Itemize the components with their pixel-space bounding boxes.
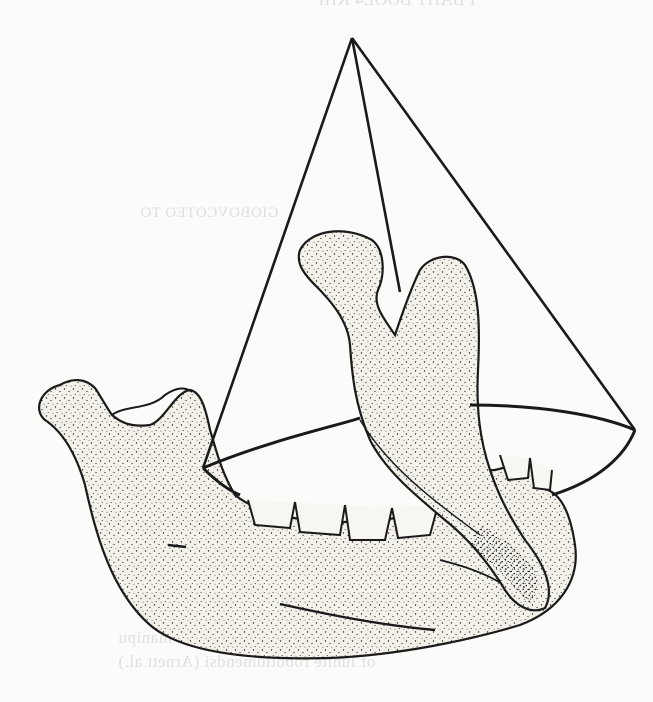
tooth — [248, 500, 295, 528]
cone-base-arc-back-right — [470, 405, 635, 430]
tooth — [392, 505, 438, 538]
cone-base-arc-back — [203, 418, 360, 468]
cone-base-arc-front-right — [552, 430, 635, 495]
tooth — [345, 505, 392, 540]
tooth — [530, 458, 552, 490]
tooth — [295, 502, 345, 535]
